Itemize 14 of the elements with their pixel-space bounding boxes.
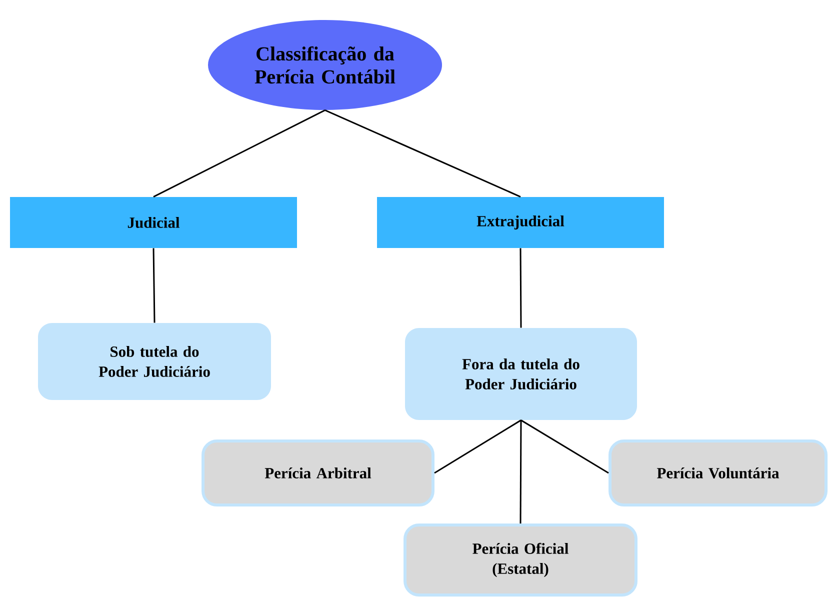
- connector-line: [152, 248, 156, 323]
- connector-line: [520, 420, 522, 524]
- rounded-box: Sob tutela do Poder Judiciário: [38, 322, 271, 400]
- rounded-box: Perícia Oficial (Estatal): [404, 523, 638, 596]
- connector-line: [520, 420, 609, 474]
- connector-line: [520, 248, 522, 328]
- category-box: Judicial: [10, 197, 297, 248]
- rounded-box: Fora da tutela do Poder Judiciário: [405, 328, 637, 420]
- connector-line: [324, 110, 521, 198]
- connector-line: [434, 420, 522, 474]
- connector-line: [153, 110, 326, 198]
- category-box: Extrajudicial: [377, 197, 664, 248]
- rounded-box: Perícia Voluntária: [608, 439, 828, 506]
- rounded-box: Perícia Arbitral: [202, 439, 434, 506]
